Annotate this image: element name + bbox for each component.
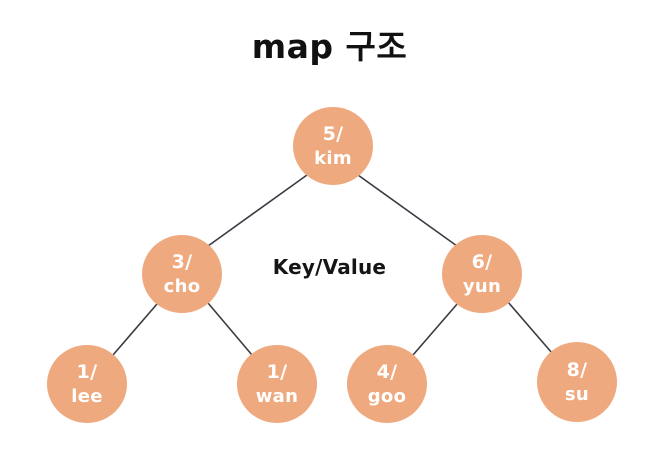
tree-node-goo[interactable]: 4/goo	[347, 345, 427, 423]
tree-node-value: cho	[163, 276, 201, 298]
tree-node-value: wan	[255, 386, 299, 408]
tree-node-su[interactable]: 8/su	[537, 342, 617, 422]
tree-node-cho[interactable]: 3/cho	[142, 235, 222, 313]
tree-node-value: goo	[367, 386, 407, 408]
tree-node-key: 5/	[322, 122, 344, 145]
tree-node-key: 4/	[376, 360, 398, 383]
page-title: map 구조	[251, 27, 408, 66]
tree-node-value: lee	[71, 386, 103, 408]
key-value-caption: Key/Value	[272, 255, 387, 279]
tree-node-value: yun	[462, 276, 502, 298]
tree-node-value: su	[564, 384, 590, 406]
tree-node-kim[interactable]: 5/kim	[293, 107, 373, 185]
tree-node-key: 3/	[171, 250, 193, 273]
tree-node-wan[interactable]: 1/wan	[237, 345, 317, 423]
tree-node-yun[interactable]: 6/yun	[442, 235, 522, 313]
tree-edge-cho-wan	[207, 302, 253, 356]
tree-edge-cho-lee	[112, 303, 158, 356]
tree-node-value: kim	[314, 148, 352, 170]
tree-node-lee[interactable]: 1/lee	[47, 345, 127, 423]
tree-node-key: 1/	[76, 360, 98, 383]
tree-edge-yun-goo	[412, 302, 459, 356]
tree-edge-kim-yun	[357, 174, 458, 247]
tree-edge-yun-su	[507, 301, 553, 354]
tree-node-key: 8/	[566, 358, 588, 381]
tree-edge-kim-cho	[207, 174, 308, 247]
tree-node-key: 1/	[266, 360, 288, 383]
tree-node-key: 6/	[471, 250, 493, 273]
